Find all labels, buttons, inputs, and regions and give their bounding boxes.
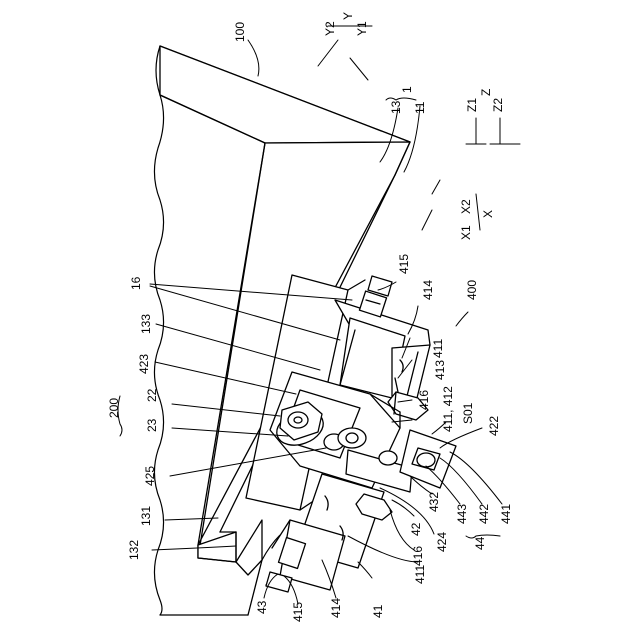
label-13: 13 <box>389 100 403 114</box>
label-415-upper: 415 <box>397 254 411 274</box>
label-416-upper: 416 <box>417 390 431 410</box>
label-414-lower: 414 <box>329 598 343 618</box>
label-443: 443 <box>455 504 469 524</box>
label-Y: Y <box>341 12 355 20</box>
label-23: 23 <box>145 418 159 432</box>
label-413: 413 <box>433 360 447 380</box>
label-X2: X2 <box>459 199 473 214</box>
label-411-upper: 411 <box>431 339 445 358</box>
label-100: 100 <box>233 22 247 42</box>
label-432: 432 <box>427 492 441 512</box>
label-43: 43 <box>255 600 269 614</box>
label-41: 41 <box>371 604 385 618</box>
label-132: 132 <box>127 540 141 560</box>
label-400: 400 <box>465 280 479 300</box>
label-Z1: Z1 <box>465 98 479 112</box>
label-424: 424 <box>435 532 449 552</box>
label-415-lower: 415 <box>291 602 305 622</box>
label-442: 442 <box>477 504 491 524</box>
bolt-415-upper <box>359 276 392 317</box>
axis-z <box>466 118 520 144</box>
label-11: 11 <box>413 101 427 114</box>
label-S01: S01 <box>461 402 475 424</box>
label-X: X <box>481 210 495 218</box>
label-423: 423 <box>137 354 151 374</box>
label-411-lower: 411 <box>413 565 427 584</box>
label-42: 42 <box>409 522 423 536</box>
label-441: 441 <box>499 504 513 524</box>
label-Z2: Z2 <box>491 98 505 112</box>
label-422: 422 <box>487 416 501 436</box>
label-Y1: Y1 <box>355 21 369 36</box>
label-425: 425 <box>143 466 157 486</box>
label-22: 22 <box>145 388 159 402</box>
label-44: 44 <box>473 536 487 550</box>
label-133: 133 <box>139 314 153 334</box>
label-Y2: Y2 <box>323 21 337 36</box>
label-131: 131 <box>139 506 153 526</box>
label-16: 16 <box>129 276 143 290</box>
label-414-upper: 414 <box>421 280 435 300</box>
label-Z: Z <box>479 89 493 96</box>
label-X1: X1 <box>459 225 473 240</box>
label-416-lower: 416 <box>411 546 425 566</box>
label-411-412: 411, 412 <box>441 386 455 432</box>
label-1: 1 <box>400 86 414 93</box>
